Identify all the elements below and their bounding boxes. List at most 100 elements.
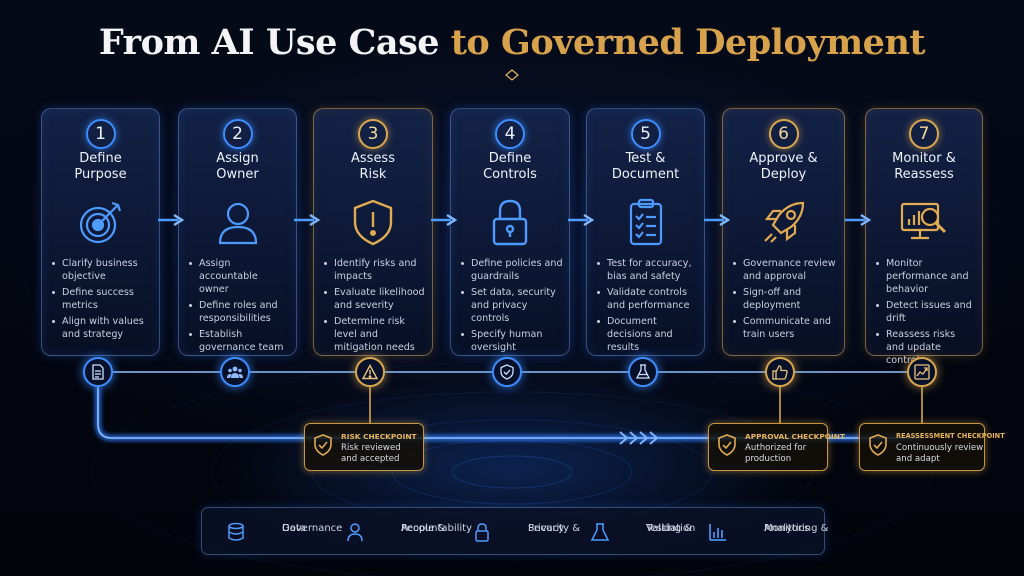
bullet: Determine risk level and mitigation need… <box>322 315 426 354</box>
bullet: Reassess risks and update controls <box>874 328 976 367</box>
shield-check-icon <box>718 434 736 456</box>
lock-icon <box>492 199 528 246</box>
step-bullets: Governance review and approval Sign-off … <box>731 257 838 344</box>
flow-arrow <box>845 213 872 227</box>
bullet: Define success metrics <box>50 286 153 312</box>
step-bullets: Define policies and guardrails Set data,… <box>459 257 563 357</box>
bullet: Establish governance team <box>187 328 290 354</box>
bullet: Define policies and guardrails <box>459 257 563 283</box>
node-warning <box>355 357 385 387</box>
step-number: 7 <box>909 119 939 149</box>
step-number: 4 <box>495 119 525 149</box>
step-number: 2 <box>222 119 253 149</box>
bar-chart-icon <box>709 524 726 541</box>
checkpoint-connectors <box>369 387 923 423</box>
checkpoint-title: REASSESSMENT CHECKPOINT <box>896 432 1005 440</box>
document-icon <box>92 364 104 380</box>
flask-icon <box>635 364 651 379</box>
clipboard-icon <box>629 198 662 246</box>
database-icon <box>228 522 244 541</box>
node-flask <box>628 357 658 387</box>
step-bullets: Clarify business objective Define succes… <box>50 257 153 344</box>
monitor-magnifier-icon <box>900 202 947 240</box>
bullet: Evaluate likelihood and severity <box>322 286 426 312</box>
flow-arrow <box>568 213 595 227</box>
warning-shield-icon <box>353 199 393 246</box>
flow-arrow <box>431 213 458 227</box>
step-bullets: Identify risks and impacts Evaluate like… <box>322 257 426 357</box>
pillar-security: Security &Privacy <box>472 516 582 548</box>
bullet: Detect issues and drift <box>874 299 976 325</box>
step-title: Approve &Deploy <box>749 151 818 182</box>
bullet: Monitor performance and behavior <box>874 257 976 296</box>
pillar-people: People &Accountability <box>345 516 472 548</box>
bullet: Set data, security and privacy controls <box>459 286 563 325</box>
person-icon <box>347 523 363 542</box>
flow-arrow <box>294 213 321 227</box>
node-trend <box>907 357 937 387</box>
bullet: Communicate and train users <box>731 315 838 341</box>
flow-arrow <box>704 213 731 227</box>
step-title: Test &Document <box>611 151 680 182</box>
pillar-testing: Testing &Validation <box>590 516 700 548</box>
node-thumbs-up <box>765 357 795 387</box>
step-number: 5 <box>630 119 661 149</box>
bullet: Clarify business objective <box>50 257 153 283</box>
step-bullets: Test for accuracy, bias and safety Valid… <box>595 257 698 357</box>
team-icon <box>227 366 243 378</box>
checkpoint-title: APPROVAL CHECKPOINT <box>745 432 846 441</box>
step-card-6: 6 Approve &Deploy Governance review and … <box>722 108 845 356</box>
person-icon <box>218 202 257 245</box>
title-diamond <box>505 69 519 81</box>
flask-icon <box>590 523 610 541</box>
page-title: From AI Use Case to Governed Deployment <box>0 22 1024 63</box>
step-bullets: Monitor performance and behavior Detect … <box>874 257 976 370</box>
reassessment-checkpoint: REASSESSMENT CHECKPOINT Continuously rev… <box>859 423 1005 471</box>
bullet: Validate controls and performance <box>595 286 698 312</box>
node-shield <box>492 357 522 387</box>
bullet: Sign-off and deployment <box>731 286 838 312</box>
bullet: Assign accountable owner <box>187 257 290 296</box>
warning-icon <box>362 364 378 380</box>
shield-check-icon <box>869 434 887 456</box>
shield-check-icon <box>314 434 332 456</box>
node-document <box>83 357 113 387</box>
lock-icon <box>475 523 489 542</box>
step-card-7: 7 Monitor &Reassess Monitor performance … <box>865 108 983 366</box>
bullet: Test for accuracy, bias and safety <box>595 257 698 283</box>
checkpoint-title: RISK CHECKPOINT <box>341 432 417 441</box>
step-number: 6 <box>768 119 799 149</box>
title-part-gold: to Governed Deployment <box>450 22 926 63</box>
bullet: Align with values and strategy <box>50 315 153 341</box>
thumbs-up-icon <box>772 365 788 380</box>
step-card-5: 5 Test &Document Test for accuracy, bias… <box>586 108 705 356</box>
flow-arrow <box>158 213 185 227</box>
shield-check-icon <box>500 364 514 380</box>
trend-chart-icon <box>914 364 930 380</box>
rocket-icon <box>763 201 804 243</box>
step-number: 3 <box>358 119 388 149</box>
target-icon <box>79 201 121 244</box>
node-team <box>220 357 250 387</box>
pillar-monitoring: Monitoring &Analytics <box>708 516 828 548</box>
bullet: Governance review and approval <box>731 257 838 283</box>
step-title: Monitor &Reassess <box>892 151 956 182</box>
bullet: Document decisions and results <box>595 315 698 354</box>
bullet: Specify human oversight <box>459 328 563 354</box>
